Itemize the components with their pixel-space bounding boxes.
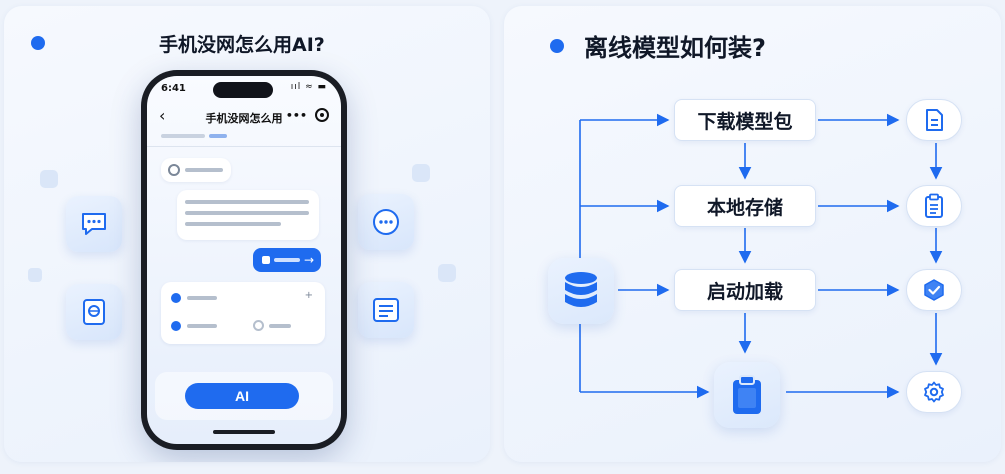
flow-connectors (579, 113, 943, 399)
chat-title: 手机没网怎么用 (205, 112, 283, 125)
left-panel: 手机没网怎么用AI? (4, 6, 490, 462)
subtitle-placeholder (161, 134, 205, 138)
bullet-dot (550, 39, 564, 53)
arrow-right-icon: → (303, 253, 314, 267)
more-menu-icon[interactable]: ••• (285, 109, 307, 122)
phone-screen: 6:41 ııl ≈ ▬ ‹ 手机没网怎么用 ••• (147, 76, 341, 444)
shield-check-icon (924, 279, 944, 301)
database-tile (548, 258, 614, 324)
option-row[interactable]: + (161, 288, 325, 308)
left-panel-title: 手机没网怎么用AI? (159, 34, 325, 56)
gear-node (906, 371, 962, 413)
message-bubble-incoming (177, 190, 319, 240)
book-tile (66, 284, 122, 340)
home-indicator (213, 430, 275, 434)
document-node (906, 99, 962, 141)
book-icon (83, 299, 105, 325)
clipboard-list-icon (925, 193, 943, 218)
shield-check-node (906, 269, 962, 311)
gear-icon (924, 381, 944, 403)
ai-button[interactable]: AI (185, 383, 299, 409)
mini-tile (412, 164, 430, 182)
right-panel: 离线模型如何装? (504, 6, 1001, 462)
document-icon (926, 109, 943, 131)
chat-bubble-icon (82, 213, 106, 235)
more-circle-icon (373, 209, 399, 235)
mini-tile (28, 268, 42, 282)
right-panel-title: 离线模型如何装? (584, 34, 766, 62)
clipboard-icon (733, 375, 761, 414)
phone-mockup: 6:41 ııl ≈ ▬ ‹ 手机没网怎么用 ••• (141, 70, 347, 450)
clipboard-list-node (906, 185, 962, 227)
chat-bubble-tile (66, 196, 122, 252)
step-load: 启动加载 (674, 269, 816, 311)
header-divider (147, 146, 341, 147)
message-bubble-outgoing: → (253, 248, 321, 272)
option-row[interactable] (161, 316, 325, 336)
more-circle-tile (358, 194, 414, 250)
target-icon[interactable] (315, 108, 329, 122)
list-tile (358, 282, 414, 338)
status-icons: ııl ≈ ▬ (290, 82, 327, 92)
clipboard-tile (714, 362, 780, 428)
step-store: 本地存储 (674, 185, 816, 227)
mini-tile (40, 170, 58, 188)
status-time: 6:41 (161, 83, 186, 94)
message-bubble-incoming (161, 158, 231, 182)
database-icon (565, 272, 597, 307)
bot-avatar-icon (168, 164, 180, 176)
list-icon (373, 298, 399, 322)
back-icon[interactable]: ‹ (159, 106, 166, 125)
options-card: + (161, 282, 325, 344)
step-download: 下载模型包 (674, 99, 816, 141)
bullet-dot (31, 36, 45, 50)
dynamic-island (213, 82, 273, 98)
mini-tile (438, 264, 456, 282)
subtitle-placeholder (209, 134, 227, 138)
